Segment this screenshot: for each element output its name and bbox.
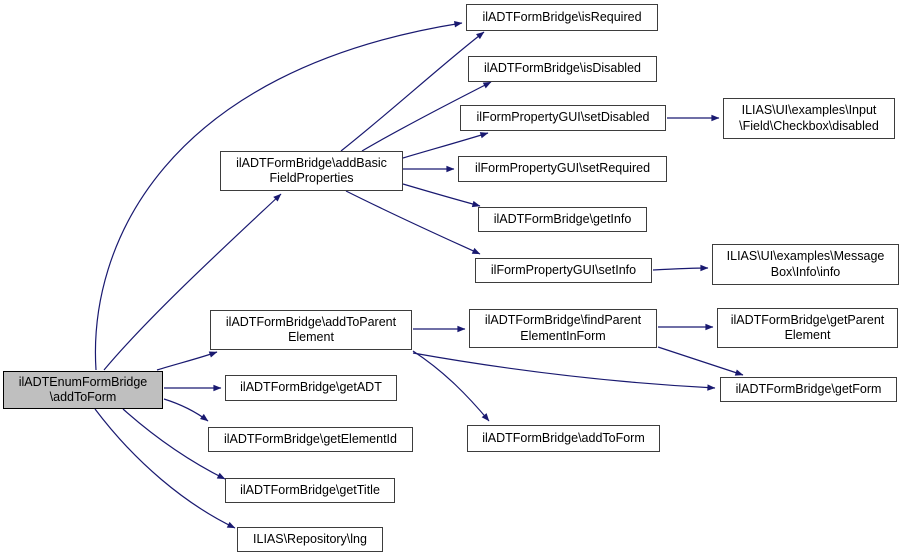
node-set-disabled[interactable]: ilFormPropertyGUI\setDisabled xyxy=(460,105,666,131)
edge-set-info-to-message-box-info xyxy=(652,264,709,272)
node-label: ilADTFormBridge\isDisabled xyxy=(484,61,641,76)
node-label: ilFormPropertyGUI\setRequired xyxy=(474,161,651,176)
node-checkbox-disabled[interactable]: ILIAS\UI\examples\Input \Field\Checkbox\… xyxy=(723,98,895,139)
node-is-required[interactable]: ilADTFormBridge\isRequired xyxy=(466,4,658,31)
node-label: ilADTFormBridge\addBasic FieldProperties xyxy=(236,155,387,186)
node-get-info[interactable]: ilADTFormBridge\getInfo xyxy=(478,207,647,232)
edge-add-basic-to-set-info xyxy=(345,190,481,255)
node-label: ilADTFormBridge\findParent ElementInForm xyxy=(484,313,642,343)
node-label: ilADTFormBridge\addToParent Element xyxy=(225,314,397,345)
node-label: ilADTFormBridge\getADT xyxy=(240,380,382,395)
node-set-required[interactable]: ilFormPropertyGUI\setRequired xyxy=(458,156,667,182)
edge-add-to-parent-to-get-form xyxy=(412,352,716,391)
node-label: ILIAS\UI\examples\Message Box\Info\info xyxy=(726,249,885,279)
node-label: ilADTFormBridge\getParent Element xyxy=(730,312,885,343)
edge-find-parent-to-get-form xyxy=(657,346,744,376)
edge-root-to-get-title xyxy=(122,408,226,480)
node-label: ilADTFormBridge\getForm xyxy=(735,381,882,396)
edge-add-to-parent-to-add-to-form xyxy=(412,350,490,422)
node-label: ilFormPropertyGUI\setDisabled xyxy=(476,110,650,125)
node-set-info[interactable]: ilFormPropertyGUI\setInfo xyxy=(475,258,652,283)
edge-root-to-is-required xyxy=(94,21,463,371)
node-get-form[interactable]: ilADTFormBridge\getForm xyxy=(720,377,897,402)
edge-root-to-add-to-parent-element xyxy=(156,351,218,371)
edge-add-basic-to-get-info xyxy=(402,183,481,208)
node-label: ILIAS\Repository\lng xyxy=(253,531,367,546)
node-label: ilADTFormBridge\isRequired xyxy=(482,9,642,24)
node-label: ILIAS\UI\examples\Input \Field\Checkbox\… xyxy=(739,103,879,133)
edge-add-basic-to-set-disabled xyxy=(402,132,489,159)
node-add-basic-field-properties[interactable]: ilADTFormBridge\addBasic FieldProperties xyxy=(220,151,403,191)
node-find-parent-element-in-form[interactable]: ilADTFormBridge\findParent ElementInForm xyxy=(469,309,657,348)
node-label: ilADTFormBridge\getInfo xyxy=(493,211,632,226)
edge-add-basic-to-is-required xyxy=(340,31,485,152)
edge-root-to-get-element-id xyxy=(163,398,209,422)
node-add-to-form[interactable]: ilADTFormBridge\addToForm xyxy=(467,425,660,452)
node-get-element-id[interactable]: ilADTFormBridge\getElementId xyxy=(208,427,413,452)
node-root-add-to-form[interactable]: ilADTEnumFormBridge \addToForm xyxy=(3,371,163,409)
node-label: ilADTFormBridge\addToForm xyxy=(482,430,645,445)
node-label: ilADTFormBridge\getTitle xyxy=(240,482,380,497)
edge-add-basic-to-is-disabled xyxy=(361,81,492,152)
node-get-adt[interactable]: ilADTFormBridge\getADT xyxy=(225,375,397,401)
node-get-parent-element[interactable]: ilADTFormBridge\getParent Element xyxy=(717,308,898,348)
node-label: ilADTFormBridge\getElementId xyxy=(224,431,397,446)
node-get-title[interactable]: ilADTFormBridge\getTitle xyxy=(225,478,395,503)
node-label: ilFormPropertyGUI\setInfo xyxy=(490,262,637,277)
node-add-to-parent-element[interactable]: ilADTFormBridge\addToParent Element xyxy=(210,310,412,350)
node-label: ilADTEnumFormBridge \addToForm xyxy=(18,374,148,405)
node-message-box-info[interactable]: ILIAS\UI\examples\Message Box\Info\info xyxy=(712,244,899,285)
edge-root-to-add-basic-field-properties xyxy=(103,193,282,371)
edge-root-to-lng xyxy=(94,408,236,529)
node-lng[interactable]: ILIAS\Repository\lng xyxy=(237,527,383,552)
node-is-disabled[interactable]: ilADTFormBridge\isDisabled xyxy=(468,56,657,82)
